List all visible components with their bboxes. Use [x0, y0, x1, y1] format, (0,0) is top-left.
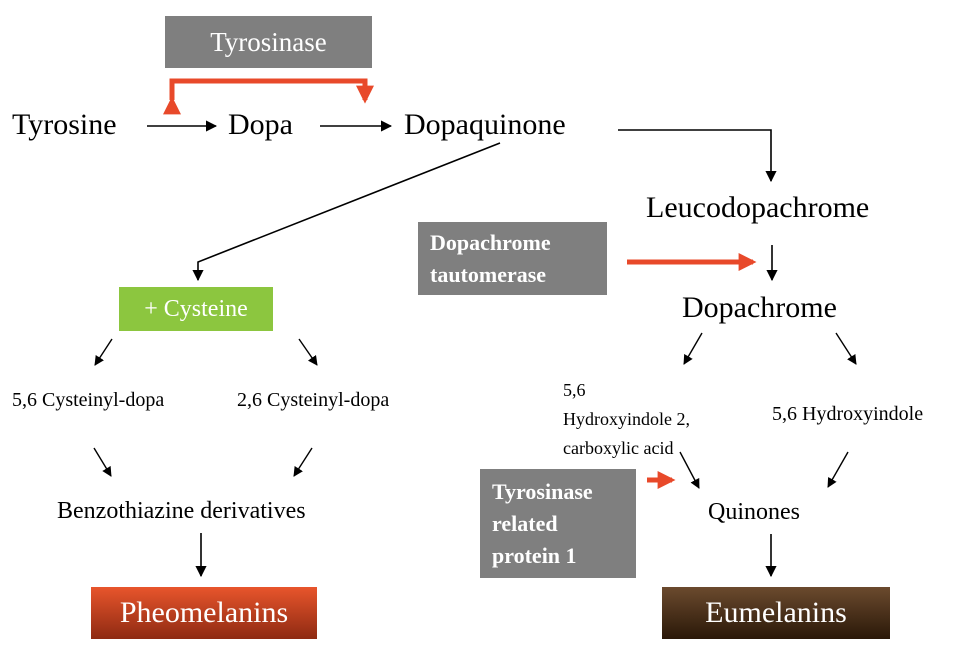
dopachrome-tautomerase-line1: Dopachrome	[430, 229, 551, 255]
node-dopachrome: Dopachrome	[682, 291, 837, 324]
tyrosinase-bracket	[163, 78, 374, 115]
node-tyrosine: Tyrosine	[12, 108, 117, 141]
arrow-cysteine-to-5-6-cysteinyl-dopa	[94, 338, 113, 366]
dopachrome-tautomerase-box: Dopachrome tautomerase	[418, 222, 607, 295]
node-5-6-hydroxyindole: 5,6 Hydroxyindole	[772, 403, 924, 425]
hydroxyindole-carboxylic-line1: 5,6	[563, 380, 586, 400]
node-benzothiazine-derivatives: Benzothiazine derivatives	[57, 498, 306, 524]
node-5-6-cysteinyl-dopa: 5,6 Cysteinyl-dopa	[12, 389, 165, 411]
trp1-box: Tyrosinase related protein 1	[480, 469, 636, 578]
arrow-cysteine-to-2-6-cysteinyl-dopa	[298, 338, 318, 366]
node-2-6-cysteinyl-dopa: 2,6 Cysteinyl-dopa	[237, 389, 390, 411]
eumelanins-box: Eumelanins	[662, 587, 890, 639]
tyrosinase-label: Tyrosinase	[210, 26, 327, 57]
trp1-line3: protein 1	[492, 542, 577, 568]
arrow-dopaquinone-to-cysteine	[192, 142, 501, 282]
cysteine-label: + Cysteine	[144, 295, 248, 322]
node-quinones: Quinones	[708, 499, 800, 525]
arrow-dopaquinone-to-leucodopachrome	[618, 129, 777, 183]
arrow-hydroxyindole-to-quinones	[827, 451, 849, 488]
tyrosinase-box: Tyrosinase	[165, 16, 372, 68]
arrow-dopachrome-to-hydroxyindole	[835, 332, 857, 365]
arrow-dopachrome-to-carboxylic-acid	[683, 332, 703, 365]
pheomelanins-label: Pheomelanins	[119, 596, 289, 629]
pheomelanins-box: Pheomelanins	[91, 587, 317, 639]
hydroxyindole-carboxylic-line2: Hydroxyindole 2,	[563, 409, 690, 429]
dopachrome-tautomerase-line2: tautomerase	[430, 261, 547, 287]
arrow-2-6-cysteinyl-to-benzothiazine	[293, 447, 313, 477]
arrow-5-6-cysteinyl-to-benzothiazine	[93, 447, 112, 477]
hydroxyindole-carboxylic-line3: carboxylic acid	[563, 438, 674, 458]
node-leucodopachrome: Leucodopachrome	[646, 191, 870, 224]
arrow-carboxylic-acid-to-quinones	[679, 451, 700, 489]
node-dopaquinone: Dopaquinone	[404, 108, 566, 141]
eumelanins-label: Eumelanins	[705, 596, 847, 629]
trp1-line1: Tyrosinase	[492, 478, 593, 504]
node-dopa: Dopa	[228, 108, 293, 141]
cysteine-box: + Cysteine	[119, 287, 273, 331]
trp1-line2: related	[492, 510, 558, 536]
node-hydroxyindole-carboxylic-acid: 5,6 Hydroxyindole 2, carboxylic acid	[563, 376, 690, 463]
